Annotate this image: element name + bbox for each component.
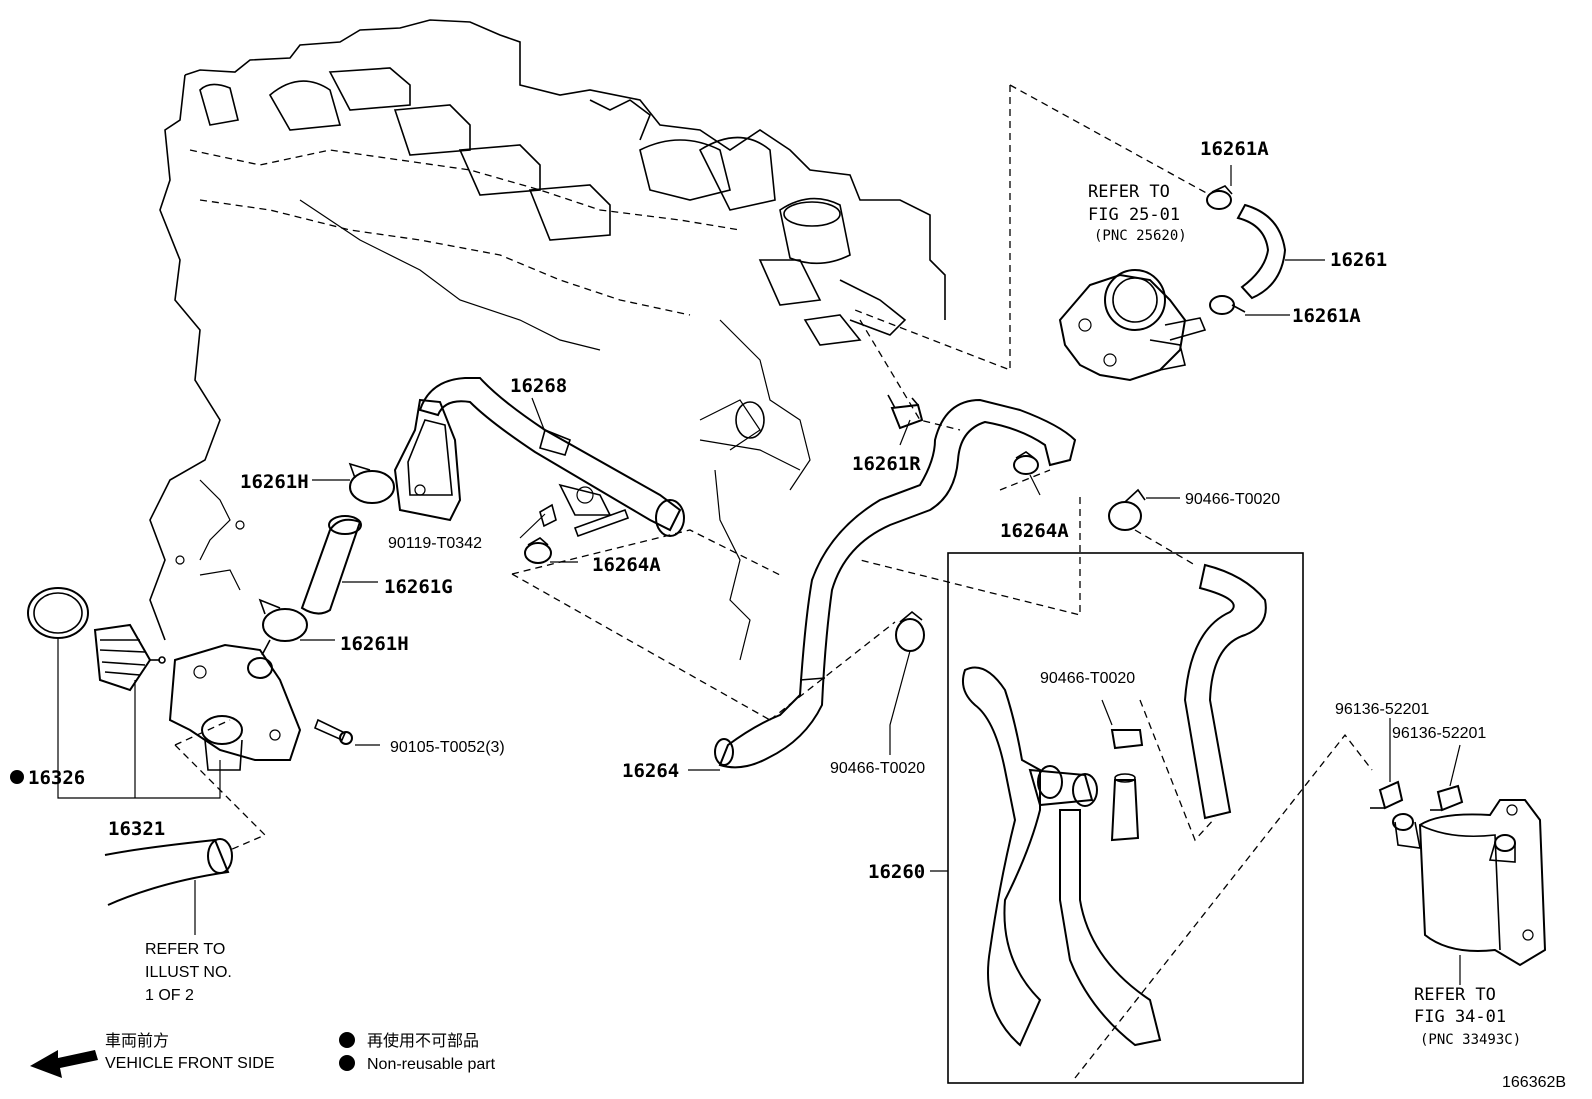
refer-cooler-line2: FIG 34-01 — [1414, 1007, 1506, 1027]
housing-dash-2 — [174, 719, 231, 746]
hose-refer-illust-end — [207, 838, 233, 874]
figure-code: 166362B — [1502, 1074, 1566, 1091]
legend-nonreusable-jp: 再使用不可部品 — [367, 1032, 479, 1050]
legend-nonreusable-en: Non-reusable part — [367, 1056, 496, 1073]
label-96136-b: 96136-52201 — [1392, 725, 1486, 742]
thermostat-16321 — [93, 623, 166, 692]
arrow-left-icon — [30, 1050, 98, 1078]
label-90119: 90119-T0342 — [388, 535, 482, 552]
label-16268: 16268 — [510, 375, 567, 397]
hose-16261G-end — [328, 515, 362, 535]
clamp-top-dash — [859, 497, 1081, 616]
refer-cooler: REFER TO FIG 34-01 (PNC 33493C) — [1414, 985, 1521, 1048]
legend-front-direction: 車両前方 VEHICLE FRONT SIDE — [30, 1032, 275, 1078]
label-16264: 16264 — [622, 760, 679, 782]
clamp-right-dash — [999, 469, 1051, 491]
label-16261H-top: 16261H — [240, 471, 309, 493]
water-inlet-housing — [168, 643, 302, 771]
clamp-16261H-top — [348, 462, 395, 504]
throttle-body — [1058, 269, 1207, 382]
label-16264A-left: 16264A — [592, 554, 661, 576]
label-90466-top: 90466-T0020 — [1185, 491, 1280, 508]
refer-illust-line3: 1 OF 2 — [145, 987, 194, 1004]
label-16261A-bottom: 16261A — [1292, 305, 1361, 327]
filled-circle-icon — [10, 770, 24, 784]
refer-throttle: REFER TO FIG 25-01 (PNC 25620) — [1088, 182, 1187, 244]
hose-16261G — [300, 518, 362, 615]
clamp-16264A-left — [524, 537, 552, 564]
throttle-leader-dash — [854, 85, 1011, 371]
refer-throttle-line3: (PNC 25620) — [1094, 228, 1187, 244]
clamp-16261A-top — [1206, 185, 1233, 210]
clamp-90466-top — [1108, 488, 1146, 531]
hose-16264-band — [799, 677, 826, 681]
clamp-16261R — [887, 394, 924, 430]
hose-16264-dash — [769, 621, 896, 721]
clamp-90466-box — [1110, 729, 1144, 750]
refer-throttle-line2: FIG 25-01 — [1088, 205, 1180, 225]
label-96136-a: 96136-52201 — [1335, 701, 1429, 718]
label-16264A-right: 16264A — [1000, 520, 1069, 542]
box-lower-dash — [1074, 733, 1373, 1079]
leader-lines — [57, 165, 1461, 985]
nonreusable-marker-icon — [339, 1055, 355, 1071]
nonreusable-marker-icon — [339, 1032, 355, 1048]
clamp-96136-a — [1370, 780, 1404, 810]
label-90466-box: 90466-T0020 — [1040, 670, 1135, 687]
label-16261H-bottom: 16261H — [340, 633, 409, 655]
label-16260: 16260 — [868, 861, 925, 883]
legend-direction-en: VEHICLE FRONT SIDE — [105, 1055, 275, 1072]
gasket-16326 — [27, 587, 89, 639]
bolt-90105 — [313, 718, 353, 745]
label-16321: 16321 — [108, 818, 165, 840]
hose-16260-upper — [1183, 563, 1267, 820]
hose-refer-illust — [104, 838, 230, 906]
clamp-top-dash-2 — [1134, 529, 1196, 566]
label-16261: 16261 — [1330, 249, 1387, 271]
label-16261A-top: 16261A — [1200, 138, 1269, 160]
clamp-90466-mid — [895, 610, 925, 652]
clamp-16261A-bottom — [1209, 295, 1246, 315]
refer-throttle-line1: REFER TO — [1088, 182, 1170, 202]
refer-illust-line2: ILLUST NO. — [145, 964, 232, 981]
legend-direction-jp: 車両前方 — [105, 1032, 169, 1050]
refer-illust: REFER TO ILLUST NO. 1 OF 2 — [145, 941, 232, 1004]
clamp-16261H-bottom — [258, 598, 308, 656]
clamp-96136-b — [1430, 784, 1464, 812]
refer-cooler-line3: (PNC 33493C) — [1420, 1032, 1521, 1048]
refer-illust-line1: REFER TO — [145, 941, 225, 958]
clamp-16264A-right — [1013, 451, 1039, 475]
label-90466-mid: 90466-T0020 — [830, 760, 925, 777]
engine-block-outline — [149, 19, 946, 661]
label-16261R: 16261R — [852, 453, 921, 475]
label-16326: 16326 — [28, 767, 85, 789]
gasket-16326-inner — [33, 592, 83, 634]
clamp-16261R-dash — [859, 319, 961, 431]
throttle-top-dash — [1009, 84, 1211, 196]
hose-16260-lower — [962, 666, 1162, 1047]
label-90105: 90105-T0052(3) — [390, 739, 505, 756]
hose-16264-end-left — [714, 738, 734, 766]
oil-cooler — [1392, 799, 1547, 967]
hose-16261 — [1236, 203, 1287, 300]
stud-90119 — [539, 503, 630, 538]
hose-assembly-box — [947, 552, 1304, 1084]
legend-nonreusable: 再使用不可部品 Non-reusable part — [339, 1032, 496, 1073]
clamp-left-dash — [511, 529, 781, 576]
box-inner-dash — [1139, 699, 1216, 842]
clamp-left-dash-2 — [511, 573, 771, 721]
label-16261G: 16261G — [384, 576, 453, 598]
refer-cooler-line1: REFER TO — [1414, 985, 1496, 1005]
housing-lower-dash — [174, 744, 267, 851]
